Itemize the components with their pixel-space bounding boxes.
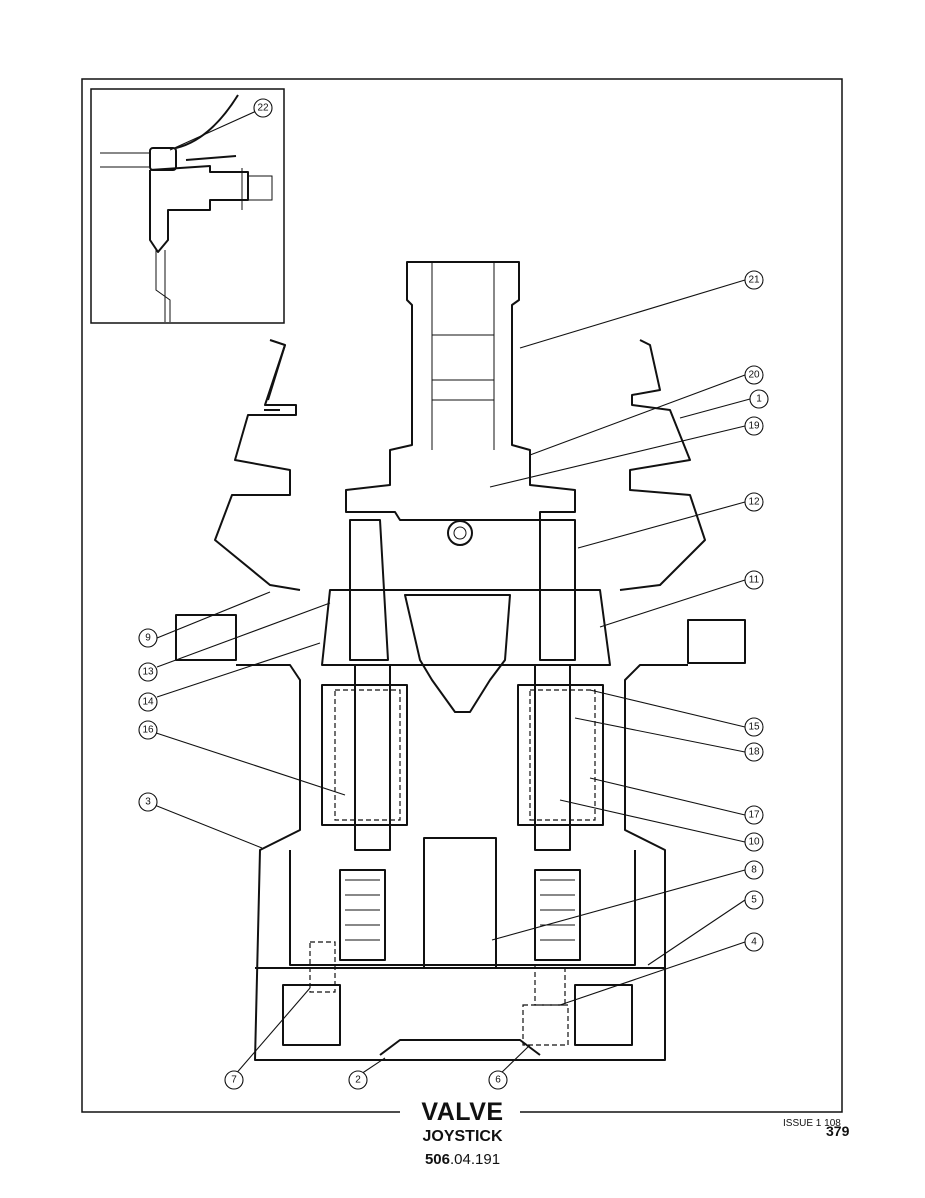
svg-text:20: 20	[748, 370, 760, 381]
callout-7: 7	[224, 1070, 244, 1090]
svg-text:8: 8	[751, 865, 757, 876]
svg-text:17: 17	[748, 810, 760, 821]
svg-text:18: 18	[748, 747, 760, 758]
callout-20: 20	[744, 365, 764, 385]
svg-text:13: 13	[142, 667, 154, 678]
callout-18: 18	[744, 742, 764, 762]
callout-1: 1	[749, 389, 769, 409]
callout-4: 4	[744, 932, 764, 952]
reference-number-suffix: .04.191	[449, 1151, 501, 1168]
callout-15: 15	[744, 717, 764, 737]
drawing-subtitle: JOYSTICK	[422, 1128, 503, 1145]
svg-text:4: 4	[751, 937, 757, 948]
issue-label: ISSUE 1 108	[783, 1118, 841, 1129]
callout-10: 10	[744, 832, 764, 852]
callout-6: 6	[488, 1070, 508, 1090]
svg-text:11: 11	[749, 575, 760, 586]
svg-text:12: 12	[748, 497, 760, 508]
callout-9: 9	[138, 628, 158, 648]
callout-22: 22	[253, 98, 273, 118]
callout-16: 16	[138, 720, 158, 740]
reference-number-prefix: 506	[424, 1151, 450, 1168]
svg-text:6: 6	[495, 1075, 501, 1086]
svg-text:22: 22	[257, 103, 269, 114]
svg-text:19: 19	[748, 421, 760, 432]
callout-2: 2	[348, 1070, 368, 1090]
svg-text:9: 9	[145, 633, 151, 644]
valve-section	[175, 261, 746, 1061]
svg-text:21: 21	[748, 275, 760, 286]
callout-12: 12	[744, 492, 764, 512]
svg-text:1: 1	[756, 394, 762, 405]
callout-17: 17	[744, 805, 764, 825]
svg-text:7: 7	[231, 1075, 237, 1086]
svg-text:16: 16	[142, 725, 154, 736]
svg-text:5: 5	[751, 895, 757, 906]
svg-text:3: 3	[145, 797, 151, 808]
callout-11: 11	[744, 570, 764, 590]
svg-text:15: 15	[748, 722, 760, 733]
leader-lines	[146, 107, 751, 1077]
callout-3: 3	[138, 792, 158, 812]
svg-text:14: 14	[142, 697, 154, 708]
callout-21: 21	[744, 270, 764, 290]
inset-detail	[90, 88, 285, 324]
drawing-title: VALVE	[421, 1098, 504, 1126]
svg-text:2: 2	[355, 1075, 361, 1086]
reference-number: 506.04.191	[0, 1151, 925, 1168]
callout-19: 19	[744, 416, 764, 436]
callout-5: 5	[744, 890, 764, 910]
callout-14: 14	[138, 692, 158, 712]
callout-8: 8	[744, 860, 764, 880]
svg-text:10: 10	[748, 837, 760, 848]
page-number: 379	[826, 1123, 850, 1139]
callout-13: 13	[138, 662, 158, 682]
